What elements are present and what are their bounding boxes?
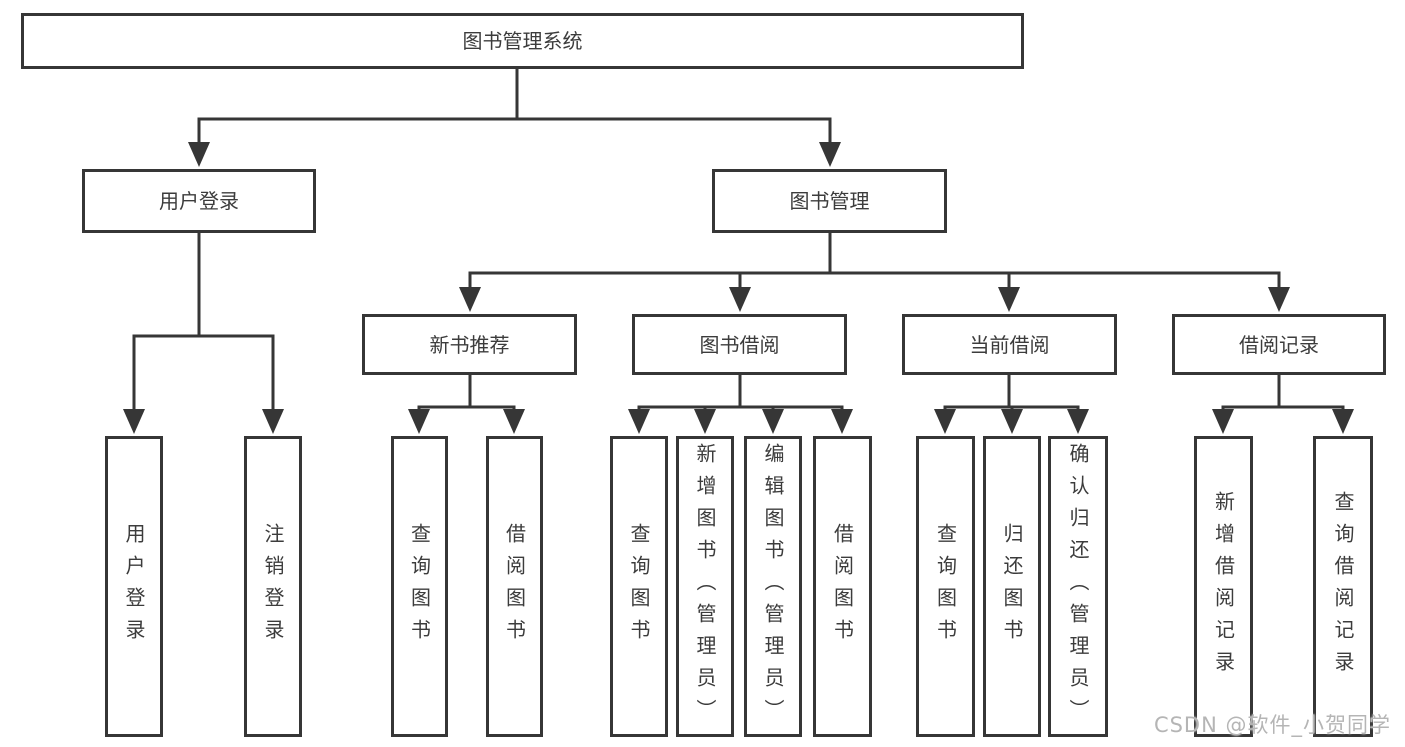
leaf-borrow-edit-books-admin: 编辑图书（管理员） bbox=[744, 436, 802, 737]
node-borrow-record: 借阅记录 bbox=[1172, 314, 1386, 375]
node-book-mgmt-label: 图书管理 bbox=[789, 189, 870, 213]
leaf-user-login: 用户登录 bbox=[105, 436, 163, 737]
node-book-borrow-label: 图书借阅 bbox=[699, 332, 780, 357]
node-user-login-label: 用户登录 bbox=[159, 189, 239, 213]
leaf-record-query-record: 查询借阅记录 bbox=[1313, 436, 1373, 737]
node-root: 图书管理系统 bbox=[21, 13, 1024, 69]
leaf-current-confirm-return-admin: 确认归还（管理员） bbox=[1048, 436, 1108, 737]
arrowheads bbox=[123, 142, 1354, 434]
node-book-borrow: 图书借阅 bbox=[632, 314, 847, 375]
node-current-borrow-label: 当前借阅 bbox=[969, 332, 1050, 357]
leaf-current-return-books: 归还图书 bbox=[983, 436, 1041, 737]
leaf-record-add-record: 新增借阅记录 bbox=[1194, 436, 1253, 737]
node-new-book-rec-label: 新书推荐 bbox=[429, 332, 510, 357]
leaf-current-query-books: 查询图书 bbox=[916, 436, 975, 737]
leaf-newrec-query-books: 查询图书 bbox=[391, 436, 448, 737]
node-new-book-rec: 新书推荐 bbox=[362, 314, 577, 375]
leaf-logout: 注销登录 bbox=[244, 436, 302, 737]
leaf-borrow-borrow-books: 借阅图书 bbox=[813, 436, 872, 737]
node-borrow-record-label: 借阅记录 bbox=[1239, 332, 1319, 357]
node-root-label: 图书管理系统 bbox=[462, 29, 583, 53]
leaf-borrow-add-books-admin: 新增图书（管理员） bbox=[676, 436, 734, 737]
node-user-login: 用户登录 bbox=[82, 169, 316, 233]
node-book-mgmt: 图书管理 bbox=[712, 169, 947, 233]
leaf-newrec-borrow-books: 借阅图书 bbox=[486, 436, 543, 737]
leaf-borrow-query-books: 查询图书 bbox=[610, 436, 668, 737]
node-current-borrow: 当前借阅 bbox=[902, 314, 1117, 375]
csdn-watermark: CSDN @软件_小贺同学 bbox=[1153, 713, 1391, 737]
